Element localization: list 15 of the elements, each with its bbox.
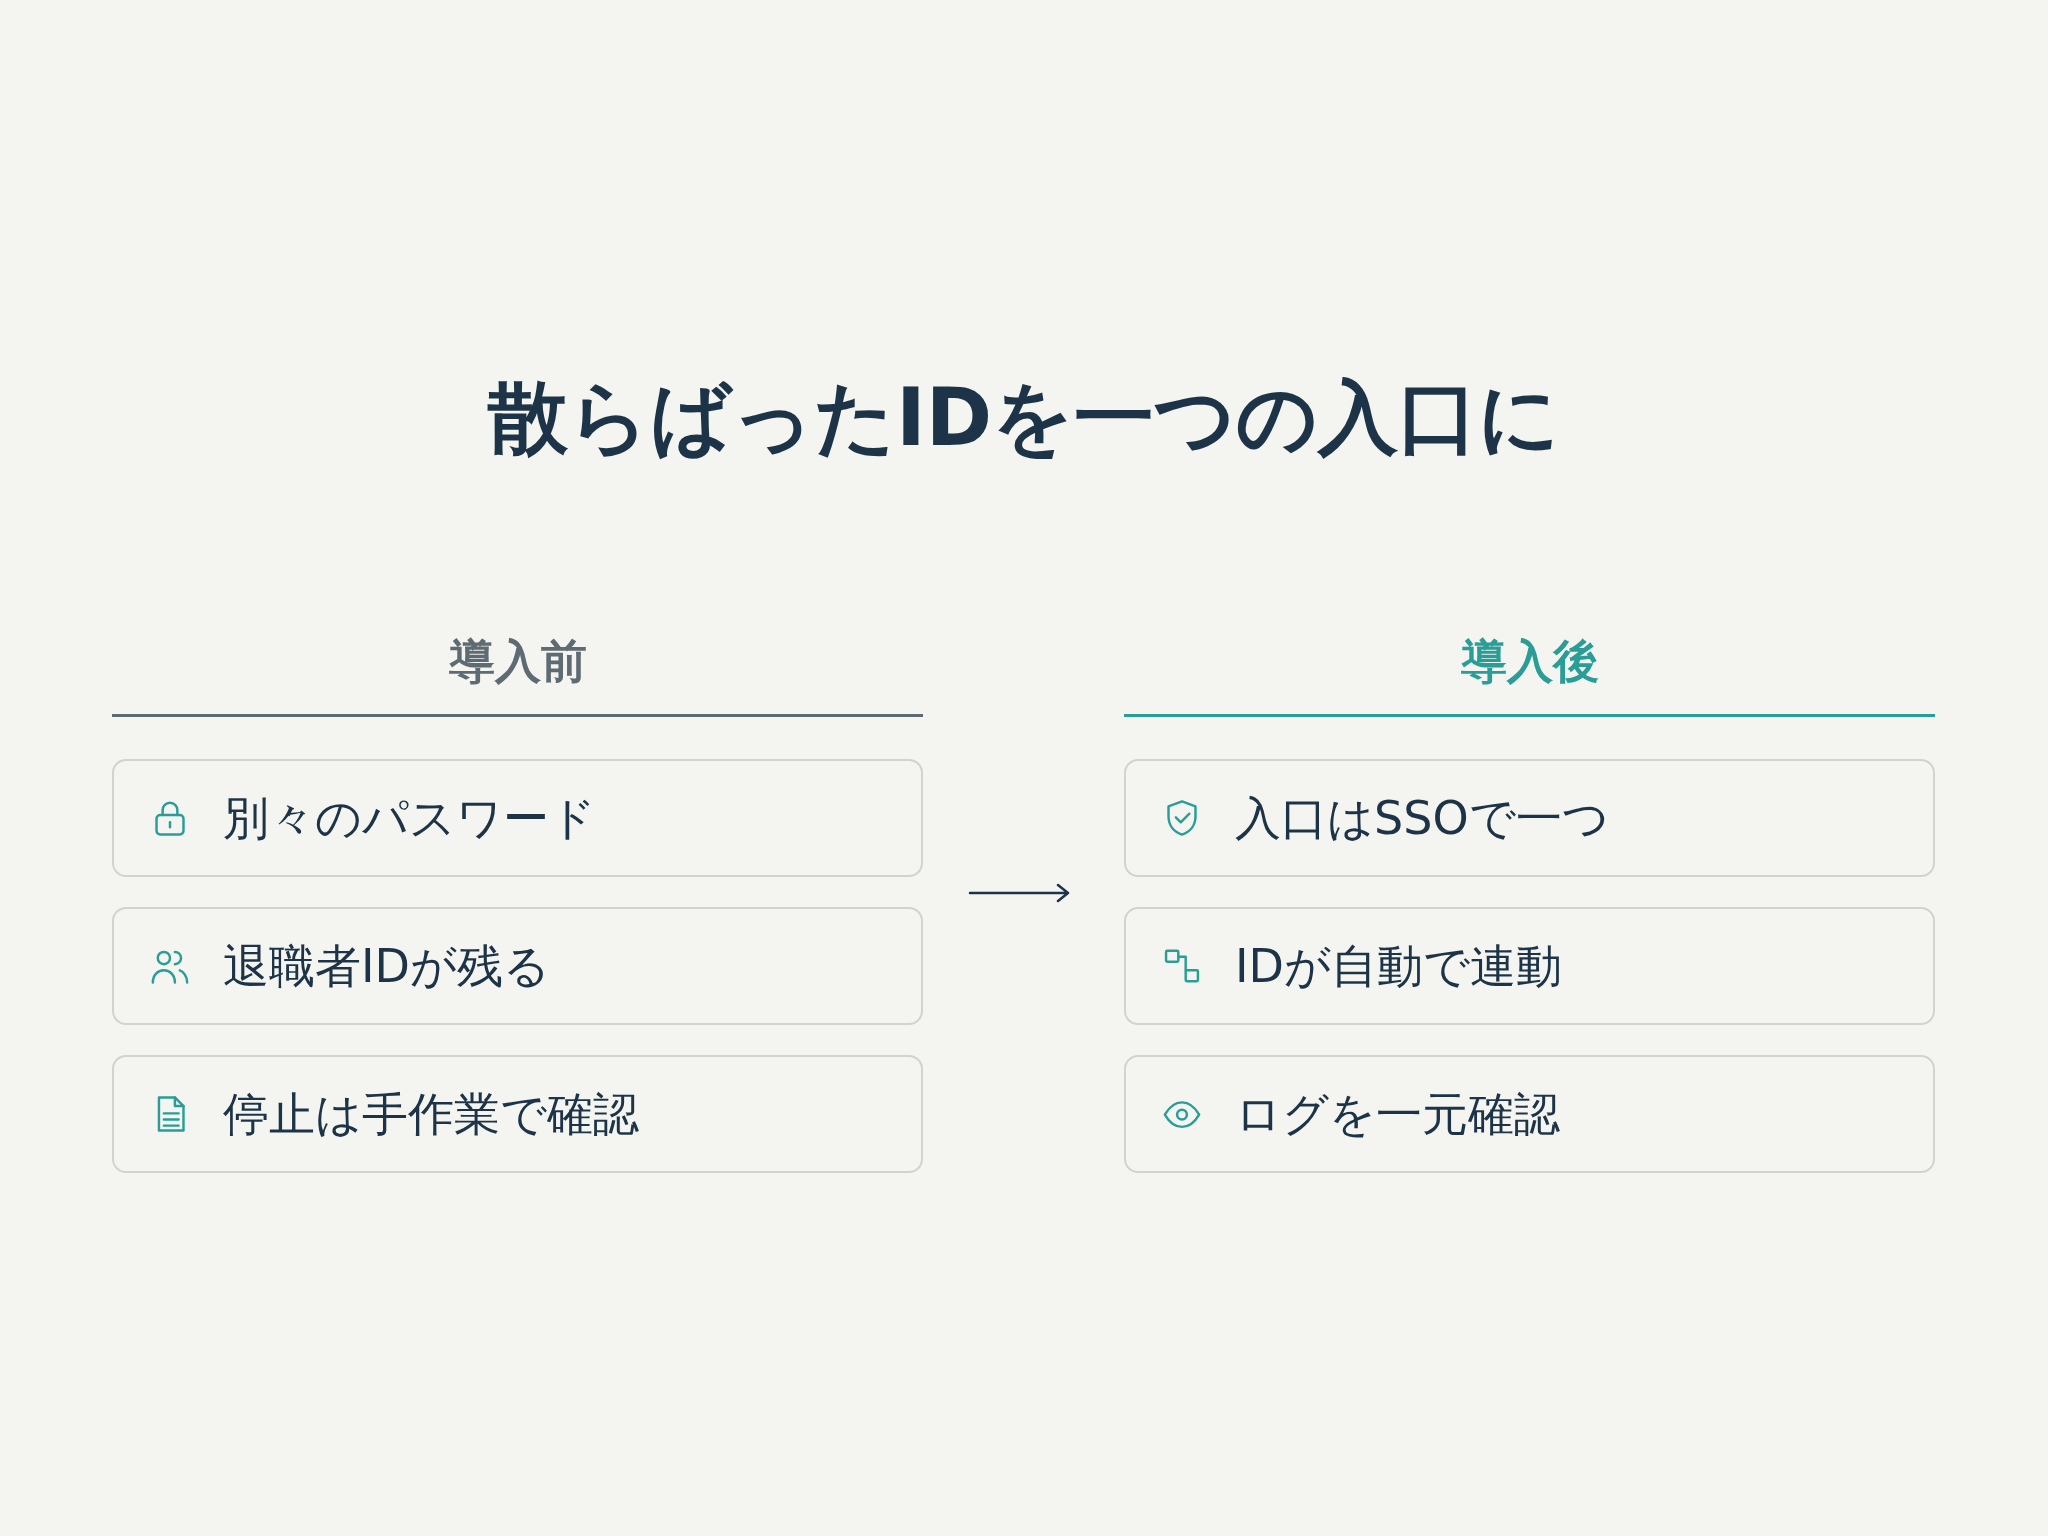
item-box: [112, 1055, 923, 1173]
item-label: 退職者IDが残る: [223, 938, 550, 995]
title: 散らばったIDを一つの入口に: [486, 370, 1562, 466]
item-box: [1124, 1055, 1935, 1173]
item-box: [112, 759, 923, 877]
column-heading: 導入後: [1459, 633, 1600, 690]
item-box: [112, 907, 923, 1025]
item-label: 入口はSSOで一つ: [1235, 790, 1609, 847]
item-box: [1124, 907, 1935, 1025]
item-label: 別々のパスワード: [223, 790, 596, 847]
item-label: IDが自動で連動: [1235, 938, 1562, 995]
column-heading: 導入前: [447, 633, 588, 690]
item-label: ログを一元確認: [1235, 1086, 1560, 1143]
item-box: [1124, 759, 1935, 877]
item-label: 停止は手作業で確認: [223, 1086, 639, 1143]
